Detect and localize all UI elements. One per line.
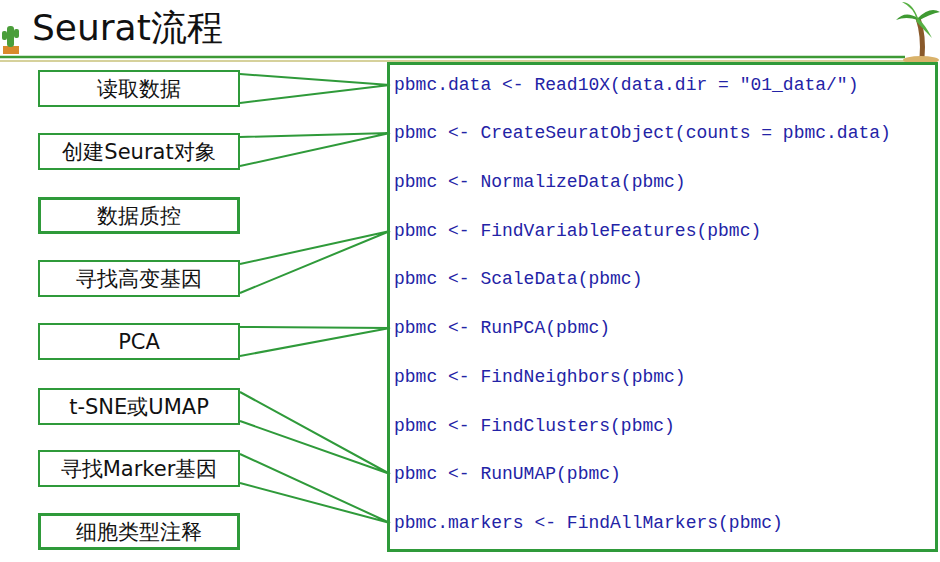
- leader-connector: [240, 454, 390, 523]
- code-text: pbmc <- FindClusters(pbmc): [394, 416, 675, 436]
- step-label: 数据质控: [97, 202, 181, 230]
- code-text: pbmc <- FindNeighbors(pbmc): [394, 367, 686, 387]
- title-rule: [0, 56, 905, 59]
- step-label: 创建Seurat对象: [62, 138, 215, 166]
- step-label-box: 读取数据: [38, 70, 240, 107]
- code-text: pbmc <- CreateSeuratObject(counts = pbmc…: [394, 123, 891, 143]
- code-line: pbmc <- FindVariableFeatures(pbmc): [390, 219, 765, 243]
- code-line: pbmc <- FindNeighbors(pbmc): [390, 365, 690, 389]
- code-text: pbmc <- ScaleData(pbmc): [394, 269, 642, 289]
- code-line: pbmc <- ScaleData(pbmc): [390, 267, 646, 291]
- step-label-box: PCA: [38, 323, 240, 360]
- step-label-box: 寻找高变基因: [38, 260, 240, 297]
- code-line: pbmc <- FindClusters(pbmc): [390, 414, 679, 438]
- step-label: 寻找Marker基因: [61, 455, 218, 483]
- code-line: pbmc.markers <- FindAllMarkers(pbmc): [390, 511, 787, 535]
- leader-connector: [240, 231, 390, 293]
- step-label: 寻找高变基因: [76, 265, 202, 293]
- step-label-box: t-SNE或UMAP: [38, 388, 240, 425]
- leader-connector: [240, 133, 390, 166]
- slide-title: Seurat流程: [32, 4, 223, 53]
- code-line: pbmc.data <- Read10X(data.dir = "01_data…: [390, 73, 862, 97]
- code-line: pbmc <- RunPCA(pbmc): [390, 316, 614, 340]
- cactus-icon: [2, 26, 19, 54]
- step-label-box: 寻找Marker基因: [38, 450, 240, 487]
- code-line: pbmc <- RunUMAP(pbmc): [390, 462, 625, 486]
- code-text: pbmc <- RunPCA(pbmc): [394, 318, 610, 338]
- step-label-box: 细胞类型注释: [38, 513, 240, 550]
- code-line: pbmc <- NormalizeData(pbmc): [390, 170, 690, 194]
- step-label: 细胞类型注释: [76, 518, 202, 546]
- leader-connector: [240, 392, 390, 474]
- step-label-box: 数据质控: [38, 197, 240, 234]
- code-text: pbmc <- RunUMAP(pbmc): [394, 464, 621, 484]
- leader-connector: [240, 74, 390, 103]
- step-label: t-SNE或UMAP: [69, 393, 209, 421]
- code-text: pbmc <- FindVariableFeatures(pbmc): [394, 221, 761, 241]
- palm-tree-icon: [896, 2, 940, 64]
- step-label: PCA: [118, 330, 160, 354]
- code-text: pbmc.markers <- FindAllMarkers(pbmc): [394, 513, 783, 533]
- code-text: pbmc.data <- Read10X(data.dir = "01_data…: [394, 75, 858, 95]
- leader-connector: [240, 327, 390, 356]
- code-panel: pbmc.data <- Read10X(data.dir = "01_data…: [387, 62, 938, 552]
- step-label: 读取数据: [97, 75, 181, 103]
- code-line: pbmc <- CreateSeuratObject(counts = pbmc…: [390, 121, 895, 145]
- step-label-box: 创建Seurat对象: [38, 133, 240, 170]
- code-text: pbmc <- NormalizeData(pbmc): [394, 172, 686, 192]
